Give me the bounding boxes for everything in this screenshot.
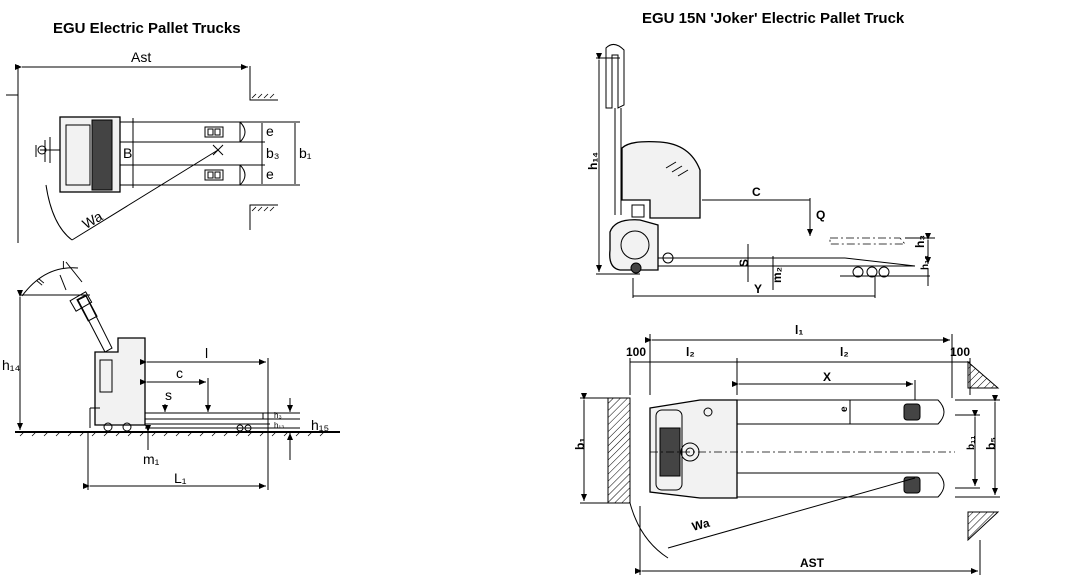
label-r-y: Y <box>754 282 762 296</box>
label-r-b5: b₅ <box>984 437 998 450</box>
label-roman-one: I <box>62 260 65 271</box>
label-ast: Ast <box>131 49 151 65</box>
label-m1: m₁ <box>143 451 160 467</box>
label-b3: b₃ <box>266 145 280 161</box>
label-r-l1: l₁ <box>795 323 803 337</box>
label-r-x: X <box>823 370 831 384</box>
label-b: B <box>123 145 132 161</box>
label-r-l2-left: l₂ <box>686 345 695 359</box>
label-L1: L₁ <box>174 470 187 486</box>
label-r-e: e <box>839 406 850 412</box>
label-h3: h₃ <box>274 411 282 420</box>
left-plan-view <box>6 64 300 243</box>
label-h14: h₁₄ <box>2 357 21 373</box>
label-r-b1: b₁ <box>573 438 587 450</box>
label-r-ast: AST <box>800 556 825 570</box>
label-h13: h₁₃ <box>274 421 284 430</box>
label-r-h3: h₃ <box>913 235 927 248</box>
label-r-wa: Wa <box>690 516 711 534</box>
left-side-view <box>15 261 340 490</box>
label-r-h14: h₁₄ <box>586 152 600 170</box>
label-r-b11: b₁₁ <box>966 436 977 450</box>
label-r-q: Q <box>816 208 825 222</box>
label-r-l2-right: l₂ <box>840 345 849 359</box>
left-diagram-title: EGU Electric Pallet Trucks <box>53 20 241 37</box>
label-e-bottom: e <box>266 166 274 182</box>
label-r-s: S <box>737 259 751 267</box>
label-s: s <box>165 387 172 403</box>
label-b1: b₁ <box>299 145 312 161</box>
right-plan-view <box>580 334 1000 575</box>
label-r-100-left: 100 <box>626 345 646 359</box>
label-r-h13: h₁₃ <box>920 255 931 270</box>
label-wa: Wa <box>79 208 105 232</box>
label-c: c <box>176 365 183 381</box>
label-e-top: e <box>266 123 274 139</box>
label-h15: h₁₅ <box>311 417 329 433</box>
right-diagram-title: EGU 15N 'Joker' Electric Pallet Truck <box>642 10 905 27</box>
right-side-view <box>596 44 935 298</box>
label-roman-two: II <box>35 277 47 288</box>
label-r-c: C <box>752 185 761 199</box>
label-r-m2: m₂ <box>770 267 784 283</box>
label-r-100-right: 100 <box>950 345 970 359</box>
label-l: l <box>205 345 208 361</box>
